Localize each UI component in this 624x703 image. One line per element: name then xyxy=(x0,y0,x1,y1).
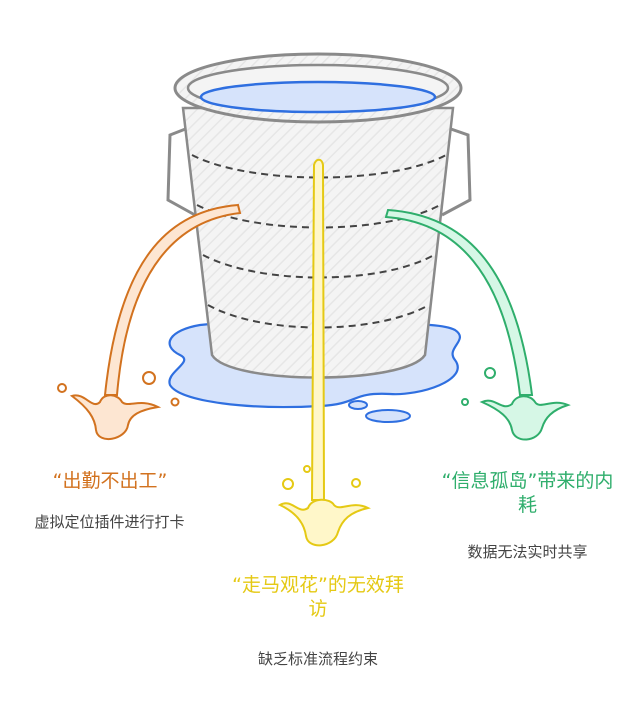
bucket-water xyxy=(199,80,437,114)
problem-desc-orange: 虚拟定位插件进行打卡 xyxy=(34,513,185,531)
bucket-handle-right xyxy=(441,126,472,217)
problem-desc-green: 数据无法实时共享 xyxy=(467,543,588,561)
leak-stream-green xyxy=(384,208,534,396)
problem-title-green: “信息孤岛”带来的内耗 xyxy=(441,470,614,516)
problem-desc-yellow: 缺乏标准流程约束 xyxy=(257,650,378,668)
puddle-drop xyxy=(365,409,411,423)
splash-yellow xyxy=(277,498,371,547)
puddle-drop xyxy=(348,400,368,410)
problem-title-orange: “出勤不出工” xyxy=(52,470,168,492)
leak-stream-yellow xyxy=(310,158,326,501)
leak-stream-orange xyxy=(103,203,242,396)
bucket-handle-left xyxy=(166,126,196,217)
splash-green xyxy=(479,395,571,441)
splash-orange xyxy=(69,394,162,440)
problem-title-yellow: “走马观花”的无效拜访 xyxy=(232,574,404,620)
